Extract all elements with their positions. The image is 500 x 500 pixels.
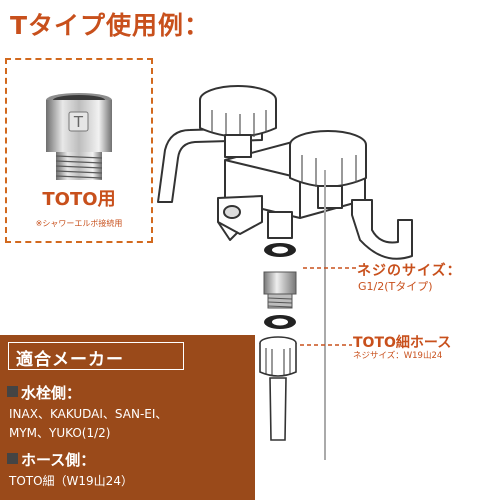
product-frame bbox=[5, 58, 153, 243]
hose-thread-size: ネジサイズ：W19山24 bbox=[353, 351, 443, 361]
adapter-badge: T bbox=[73, 113, 84, 131]
hose-title: TOTO細ホース bbox=[353, 335, 452, 351]
adapter-image: T bbox=[46, 93, 112, 180]
faucet-side-line-2: MYM、YUKO(1/2) bbox=[9, 426, 111, 440]
faucet-side-heading: 水栓側： bbox=[21, 384, 82, 402]
product-note: ※シャワーエルボ接続用 bbox=[35, 219, 123, 228]
hose-nut bbox=[259, 336, 297, 377]
page-title: Tタイプ使用例： bbox=[10, 11, 211, 40]
bullet-square-icon bbox=[7, 453, 18, 464]
bullet-square-icon bbox=[7, 386, 18, 397]
hose-side-heading: ホース側： bbox=[21, 451, 96, 469]
right-elbow bbox=[351, 199, 413, 260]
makers-title-frame bbox=[8, 342, 184, 370]
faucet-side-line-1: INAX、KAKUDAI、SAN-EI、 bbox=[9, 407, 168, 421]
makers-title: 適合メーカー bbox=[16, 350, 124, 370]
hose-side-line: TOTO細（W19山24） bbox=[9, 474, 133, 488]
adapter-small bbox=[263, 271, 297, 309]
compatible-makers-panel bbox=[0, 335, 255, 500]
faucet-illustration bbox=[157, 85, 413, 460]
hose bbox=[269, 377, 287, 441]
thread-size-value: G1/2(Tタイプ) bbox=[358, 280, 433, 293]
thread-size-title: ネジのサイズ： bbox=[357, 263, 462, 279]
product-label: TOTO用 bbox=[42, 189, 116, 210]
